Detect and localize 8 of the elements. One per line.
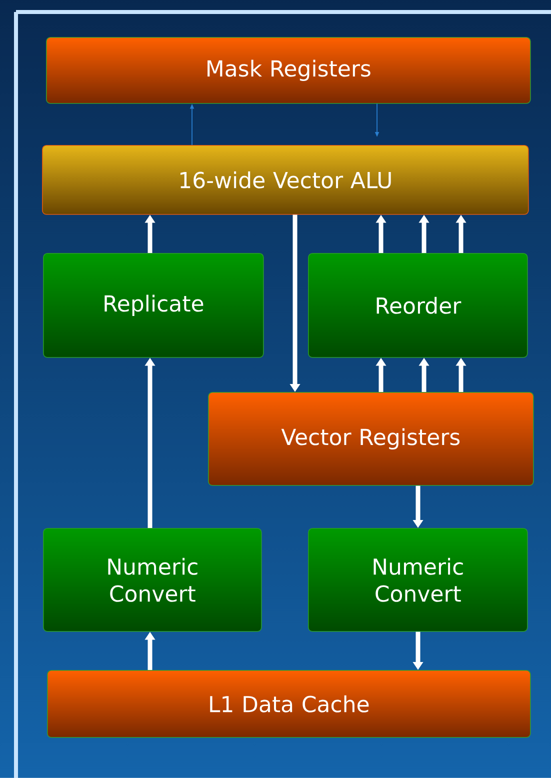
block-box: Replicate	[43, 253, 264, 358]
block-box: Mask Registers	[46, 37, 531, 104]
block-box: Vector Registers	[208, 392, 534, 486]
block-box: L1 Data Cache	[47, 670, 531, 738]
block-box: Reorder	[308, 253, 528, 358]
block-box: Numeric Convert	[43, 528, 262, 632]
block-box: 16-wide Vector ALU	[42, 145, 529, 215]
block-box: Numeric Convert	[308, 528, 528, 632]
